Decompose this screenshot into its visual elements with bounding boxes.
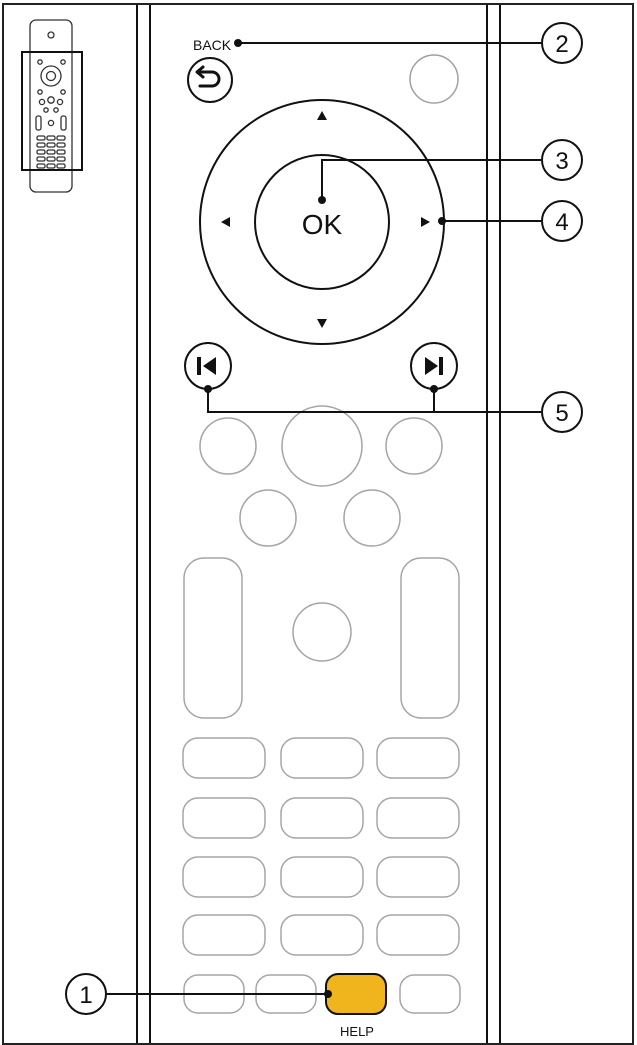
key-button	[182, 797, 266, 839]
thumbnail-highlight-box	[21, 51, 83, 171]
ok-label: OK	[302, 209, 343, 240]
key-button	[376, 797, 460, 839]
remote-body-edges	[136, 5, 501, 1043]
key-button	[280, 856, 364, 898]
round-button	[199, 417, 257, 475]
rocker-button-right	[400, 557, 460, 719]
skip-previous-icon	[197, 357, 216, 375]
large-round-button	[281, 405, 363, 487]
callout-dots	[204, 39, 446, 998]
back-label: BACK	[193, 37, 232, 53]
help-label: HELP	[340, 1024, 374, 1039]
thumbnail-key-grid	[36, 135, 66, 169]
color-key-button	[399, 974, 461, 1014]
thumbnail-power-button	[47, 31, 55, 39]
thumbnail-ok-button	[45, 70, 57, 82]
diagram-frame	[2, 3, 634, 1045]
remote-thumbnail	[21, 19, 83, 193]
callout-number: 5	[555, 400, 568, 427]
round-button	[292, 602, 352, 662]
lower-buttons	[182, 405, 461, 1014]
key-button	[280, 797, 364, 839]
key-button	[376, 737, 460, 779]
callout-3: 3	[541, 139, 583, 181]
callout-2: 2	[541, 22, 583, 64]
round-button	[239, 489, 297, 547]
top-right-button	[409, 54, 459, 104]
callout-number: 4	[555, 209, 568, 236]
callout-number: 3	[555, 148, 568, 175]
callout-5: 5	[541, 391, 583, 433]
key-button	[280, 737, 364, 779]
callout-4: 4	[541, 200, 583, 242]
ok-button	[254, 154, 390, 290]
key-button	[376, 914, 460, 956]
arrow-up-icon	[317, 111, 327, 120]
key-button	[182, 856, 266, 898]
skip-next-icon	[425, 357, 443, 375]
key-button	[182, 914, 266, 956]
callout-number: 2	[555, 31, 568, 58]
thumbnail-navigation-ring	[40, 65, 62, 87]
key-button	[376, 856, 460, 898]
thumbnail-remote-body	[29, 19, 73, 193]
arrow-left-icon	[221, 217, 230, 227]
arrow-right-icon	[421, 217, 430, 227]
round-button	[385, 417, 443, 475]
rocker-button-left	[183, 557, 243, 719]
help-button	[325, 973, 387, 1015]
back-button	[187, 57, 233, 103]
next-button	[410, 342, 458, 390]
key-button	[182, 737, 266, 779]
arrow-down-icon	[317, 319, 327, 328]
callout-line-skip	[207, 389, 435, 413]
callout-number: 1	[79, 982, 92, 1009]
key-button	[280, 914, 364, 956]
round-button	[343, 489, 401, 547]
previous-button	[184, 342, 232, 390]
callout-lines	[106, 42, 541, 995]
callout-line-ok	[321, 159, 541, 200]
back-arrow-icon	[195, 65, 221, 88]
callout-1: 1	[65, 973, 107, 1015]
